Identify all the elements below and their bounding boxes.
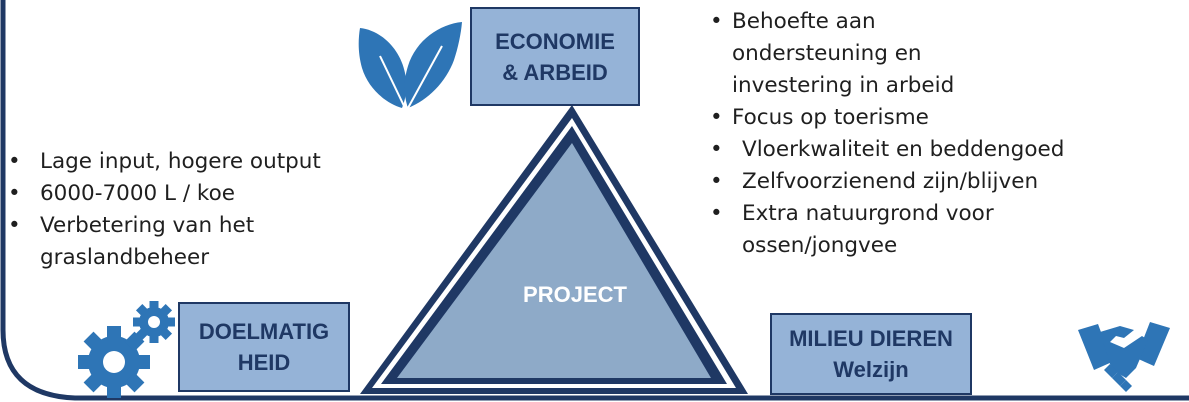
- bullet-item: 6000-7000 L / koe: [4, 178, 344, 210]
- economie-bullet-list: Behoefte aan ondersteuning en investerin…: [696, 6, 1186, 262]
- doelmatigheid-box-line1: DOELMATIG: [198, 319, 330, 344]
- gears-icon: [78, 301, 175, 398]
- economie-main-bullets: Behoefte aan ondersteuning en investerin…: [696, 6, 1186, 134]
- handshake-icon: [1078, 322, 1170, 392]
- bullet-item: Verbetering van het graslandbeheer: [4, 210, 310, 274]
- economie-box-line1: ECONOMIE: [495, 28, 615, 54]
- economie-box-line2: & ARBEID: [502, 59, 608, 85]
- milieu-dieren-box: MILIEU DIEREN Welzijn: [770, 313, 972, 395]
- leaf-icon: [358, 22, 462, 109]
- doelmatigheid-box: DOELMATIG HEID: [178, 302, 350, 392]
- sub-bullet-item: Zelfvoorzienend zijn/blijven: [696, 166, 1186, 198]
- bullet-item: Lage input, hogere output: [4, 146, 344, 178]
- doelmatigheid-box-line2: HEID: [237, 350, 291, 375]
- bullet-item: Focus op toerisme: [696, 102, 1186, 134]
- sub-bullet-item: Extra natuurgrond voor ossen/jongvee: [696, 198, 1062, 262]
- milieu-box-line1: MILIEU DIEREN: [789, 326, 953, 351]
- toerisme-sub-bullets: Vloerkwaliteit en beddengoed Zelfvoorzie…: [696, 134, 1186, 262]
- doelmatigheid-bullet-list: Lage input, hogere output 6000-7000 L / …: [4, 146, 344, 274]
- economie-arbeid-box: ECONOMIE & ARBEID: [470, 7, 640, 106]
- bullet-item: Behoefte aan ondersteuning en investerin…: [696, 6, 1012, 102]
- milieu-box-line2: Welzijn: [833, 357, 909, 382]
- triangle-fill: [397, 143, 711, 378]
- project-label: PROJECT: [523, 282, 627, 307]
- sub-bullet-item: Vloerkwaliteit en beddengoed: [696, 134, 1186, 166]
